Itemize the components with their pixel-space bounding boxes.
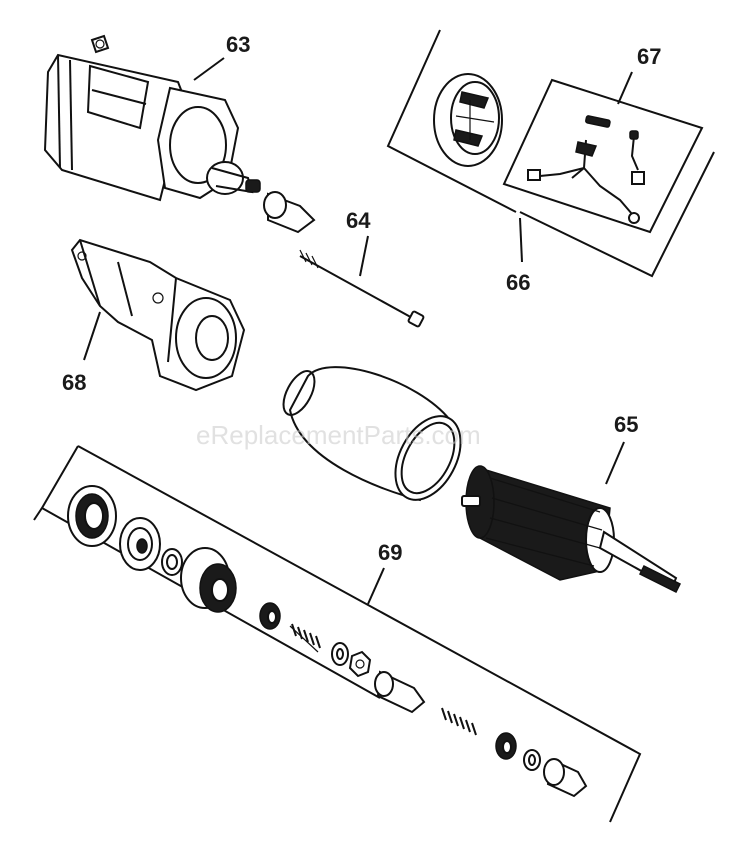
watermark-text: eReplacementParts.com — [196, 420, 481, 450]
field-frame-housing[interactable] — [277, 366, 474, 511]
callout-66: 66 — [506, 270, 530, 295]
part-63-sleeve[interactable] — [263, 191, 316, 234]
part-63-starter-motor[interactable] — [43, 34, 261, 202]
leader-67 — [617, 71, 633, 105]
leader-66 — [519, 217, 523, 263]
part-69-sleeve[interactable] — [374, 670, 426, 714]
part-69-small-spring[interactable] — [441, 707, 477, 736]
part-69-stop-collar[interactable] — [259, 602, 281, 630]
part-69-nut[interactable] — [348, 650, 372, 678]
leader-69 — [367, 567, 385, 605]
part-67-brush-kit[interactable] — [502, 78, 704, 234]
kit-69-frame — [33, 445, 642, 823]
part-66-end-cap[interactable] — [433, 73, 503, 167]
callout-63: 63 — [226, 32, 250, 57]
part-69-retainer[interactable] — [495, 732, 517, 760]
part-69-thrust-washer[interactable] — [119, 517, 161, 571]
part-69-spacer[interactable] — [161, 548, 183, 576]
callout-67: 67 — [637, 44, 661, 69]
part-69-bearing[interactable] — [67, 485, 117, 547]
part-69-washer[interactable] — [331, 642, 349, 666]
callout-69: 69 — [378, 540, 402, 565]
part-69-cap[interactable] — [543, 758, 588, 798]
part-69-pinion-gear[interactable] — [180, 547, 237, 613]
part-68-drive-housing[interactable] — [70, 238, 246, 392]
part-64-through-bolt[interactable] — [299, 249, 425, 328]
leader-63 — [193, 57, 225, 81]
leader-68 — [83, 311, 101, 361]
part-65-armature[interactable] — [461, 465, 682, 594]
callout-64: 64 — [346, 208, 371, 233]
leader-64 — [359, 235, 369, 277]
kit-66-frame — [386, 29, 715, 278]
callout-68: 68 — [62, 370, 86, 395]
leader-65 — [605, 441, 625, 485]
part-69-ring[interactable] — [523, 749, 541, 771]
callout-65: 65 — [614, 412, 638, 437]
part-69-spring[interactable] — [289, 623, 321, 653]
